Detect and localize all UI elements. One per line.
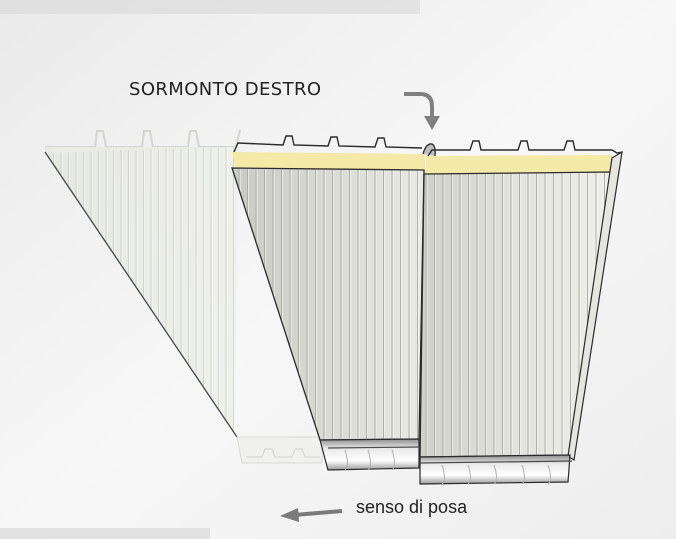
left-arrow-icon <box>280 508 343 522</box>
overlap-label: SORMONTO DESTRO <box>129 79 322 100</box>
overlap-lip <box>422 143 436 157</box>
bottom-edge-shadow <box>0 528 210 539</box>
middle-panel <box>231 135 425 471</box>
laying-direction-label: senso di posa <box>356 497 468 517</box>
left-panel-ghost <box>44 129 323 464</box>
right-panel <box>419 140 623 485</box>
top-edge-shadow <box>0 0 420 14</box>
curved-down-arrow-icon <box>404 92 440 130</box>
